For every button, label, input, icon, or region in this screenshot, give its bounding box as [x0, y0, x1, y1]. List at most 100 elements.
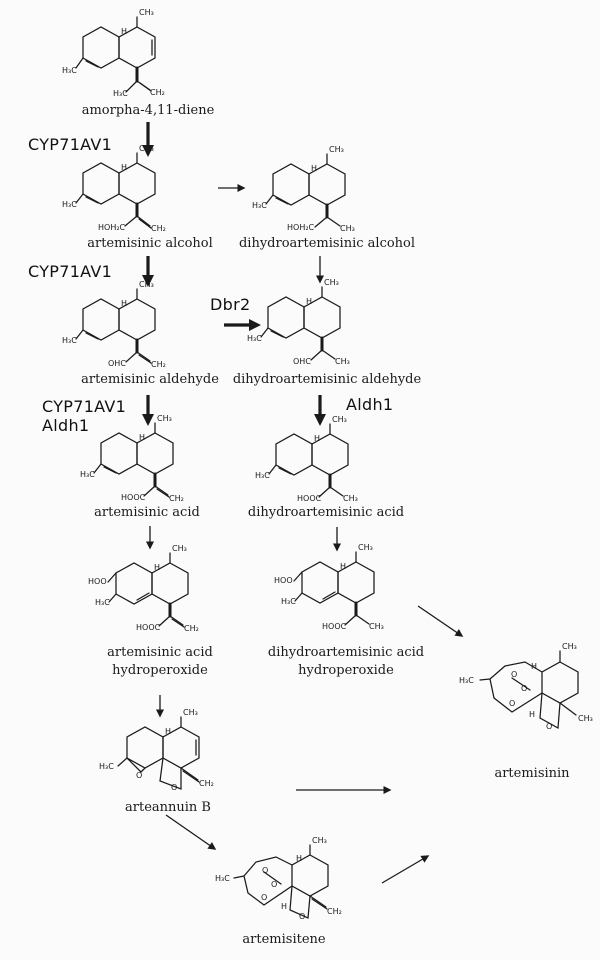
atom-hooc: HOOC — [136, 623, 161, 632]
atom-h: H — [296, 854, 303, 863]
enzyme-cyp71av1-step2: CYP71AV1 — [28, 262, 113, 281]
atom-ch3: CH₃ — [562, 642, 577, 651]
atom-ch3: CH₃ — [139, 280, 154, 289]
label-dihydroartemisinic-hydroperoxide-line2: hydroperoxide — [298, 663, 394, 678]
atom-h: H — [531, 662, 538, 671]
enzyme-aldh1-step3: Aldh1 — [42, 416, 90, 435]
atom-ch3: CH₃ — [332, 415, 347, 424]
atom-h: H — [154, 563, 161, 572]
atom-ch2: CH₂ — [150, 88, 165, 97]
arrow-hydroperoxide-to-artemisinin — [417, 605, 464, 637]
atom-ch2: CH₂ — [199, 779, 214, 788]
label-artemisinic-aldehyde: artemisinic aldehyde — [81, 372, 219, 387]
atom-ch2: CH₂ — [327, 907, 342, 916]
atom-h3c: H₃C — [95, 598, 110, 607]
atom-o: O — [546, 722, 553, 731]
atom-o: O — [262, 866, 269, 875]
atom-h3c: H₃C — [99, 762, 114, 771]
atom-ch3: CH₃ — [172, 544, 187, 553]
atom-o: O — [521, 684, 528, 693]
label-artemisinic-alcohol: artemisinic alcohol — [87, 236, 213, 251]
atom-h3c: H₃C — [62, 200, 77, 209]
structure-dihydroartemisinic-alcohol — [265, 153, 346, 228]
atom-h3c: H₃C — [459, 676, 474, 685]
atom-h3c: H₃C — [215, 874, 230, 883]
label-artemisitene: artemisitene — [242, 932, 326, 947]
atom-ch2: CH₂ — [184, 624, 199, 633]
atom-ch3: CH₃ — [312, 836, 327, 845]
structure-dihydroartemisinic-hydroperoxide — [293, 551, 375, 626]
atom-ch3: CH₃ — [139, 8, 154, 17]
arrow-artemisitene-to-artemisinin — [381, 855, 430, 884]
atom-h: H — [281, 902, 288, 911]
atom-o: O — [171, 783, 178, 792]
label-dihydroartemisinic-hydroperoxide-line1: dihydroartemisinic acid — [267, 645, 425, 660]
enzyme-aldh1-dha: Aldh1 — [346, 395, 394, 414]
structure-artemisinic-hydroperoxide — [107, 552, 189, 628]
atom-ohc: OHC — [293, 357, 311, 366]
atom-h3c: H₃C — [113, 89, 128, 98]
atom-ch3: CH₃ — [358, 543, 373, 552]
arrow-arteannuin-to-artemisitene — [165, 814, 217, 850]
atom-h: H — [165, 727, 172, 736]
atom-ch2: CH₂ — [151, 224, 166, 233]
label-artemisinin: artemisinin — [494, 766, 570, 781]
atom-h3c: H₃C — [62, 336, 77, 345]
atom-o: O — [509, 699, 516, 708]
atom-ch2: CH₂ — [169, 494, 184, 503]
reaction-arrows — [142, 122, 464, 884]
structure-dihydroartemisinic-acid — [268, 423, 349, 498]
structure-artemisitene — [233, 844, 329, 919]
label-artemisinic-hydroperoxide-line1: artemisinic acid — [107, 645, 213, 660]
atom-h: H — [121, 27, 128, 36]
atom-h3c: H₃C — [255, 471, 270, 480]
atom-ch3: CH₃ — [578, 714, 593, 723]
enzyme-cyp71av1-step1: CYP71AV1 — [28, 135, 113, 154]
enzyme-cyp71av1-step3: CYP71AV1 — [42, 397, 127, 416]
atom-hoh2c: HOH₂C — [287, 223, 315, 232]
atom-h: H — [121, 299, 128, 308]
atom-o: O — [299, 912, 306, 921]
label-arteannuin-b: arteannuin B — [125, 800, 211, 815]
atom-o: O — [261, 893, 268, 902]
label-dihydroartemisinic-alcohol: dihydroartemisinic alcohol — [238, 236, 416, 251]
atom-hoo: HOO — [274, 576, 293, 585]
atom-hooc: HOOC — [322, 622, 347, 631]
label-amorphadiene: amorpha-4,11-diene — [81, 103, 215, 118]
atom-hoh2c: HOH₂C — [98, 223, 126, 232]
atom-h3c: H₃C — [62, 66, 77, 75]
structure-artemisinic-aldehyde — [75, 288, 156, 364]
atom-h: H — [121, 163, 128, 172]
structure-dihydroartemisinic-aldehyde — [260, 286, 341, 361]
atom-h: H — [314, 434, 321, 443]
atom-o: O — [271, 880, 278, 889]
label-artemisinic-hydroperoxide-line2: hydroperoxide — [112, 663, 208, 678]
atom-h: H — [311, 164, 318, 173]
atom-ch3: CH₃ — [343, 494, 358, 503]
atom-ch3: CH₃ — [157, 414, 172, 423]
atom-o: O — [511, 670, 518, 679]
atom-ch3: CH₃ — [369, 622, 384, 631]
structure-artemisinic-alcohol — [75, 152, 156, 229]
atom-h3c: H₃C — [80, 470, 95, 479]
atom-ch3: CH₃ — [329, 145, 344, 154]
atom-h3c: H₃C — [281, 597, 296, 606]
structure-amorphadiene — [75, 16, 156, 93]
atom-hoo: HOO — [88, 577, 107, 586]
structure-arteannuin-b — [117, 716, 200, 790]
atom-h: H — [306, 297, 313, 306]
atom-ch3: CH₃ — [335, 357, 350, 366]
label-artemisinic-acid: artemisinic acid — [94, 505, 200, 520]
atom-h: H — [340, 562, 347, 571]
label-dihydroartemisinic-aldehyde: dihydroartemisinic aldehyde — [232, 372, 422, 387]
atom-ch3: CH₃ — [183, 708, 198, 717]
atom-ch2: CH₂ — [151, 360, 166, 369]
label-dihydroartemisinic-acid: dihydroartemisinic acid — [247, 505, 405, 520]
atom-ch3: CH₃ — [340, 224, 355, 233]
atom-h: H — [139, 433, 146, 442]
atom-o: O — [136, 771, 143, 780]
atom-ch3: CH₃ — [324, 278, 339, 287]
atom-ch3: CH₃ — [139, 144, 154, 153]
enzyme-dbr2: Dbr2 — [210, 295, 251, 314]
